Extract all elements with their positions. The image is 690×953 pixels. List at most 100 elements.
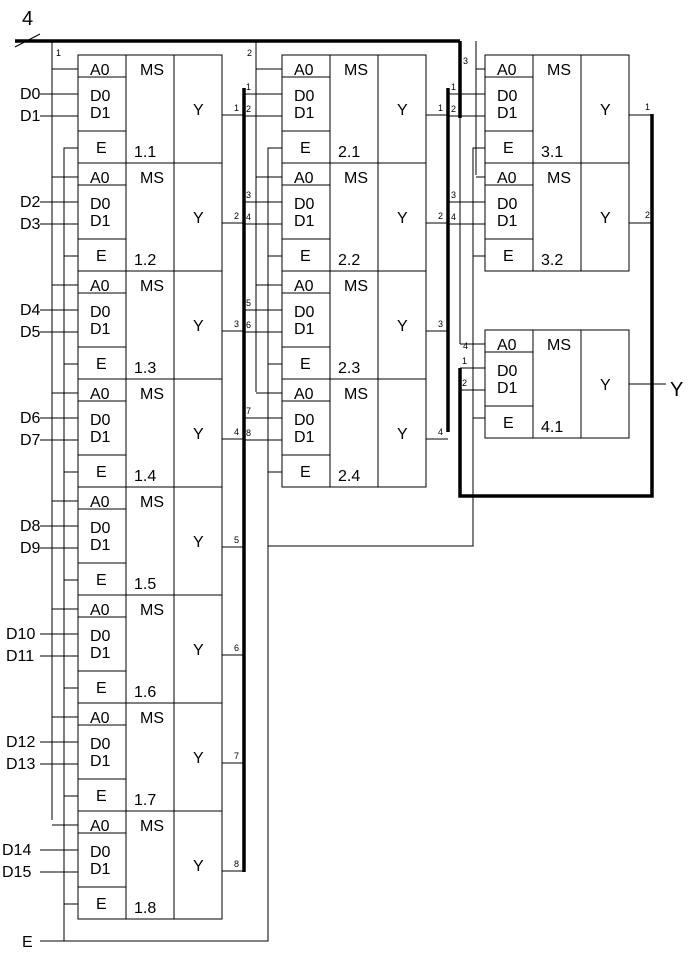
mux-type-label: MS bbox=[140, 602, 164, 619]
mux-id-label: 4.1 bbox=[541, 419, 563, 436]
mux-output-label: Y bbox=[193, 318, 204, 335]
mux-id-label: 1.6 bbox=[134, 684, 156, 701]
mux-type-label: MS bbox=[344, 386, 368, 403]
mux-d1-label: D1 bbox=[90, 645, 111, 662]
mux-output-column bbox=[173, 378, 223, 488]
mux-enable-label: E bbox=[96, 572, 107, 589]
stage1-output-pin: 2 bbox=[234, 211, 239, 221]
mux-d0-label: D0 bbox=[497, 88, 518, 105]
mux-d1-label: D1 bbox=[90, 105, 111, 122]
mux-input-column bbox=[77, 162, 127, 272]
mux-output-column bbox=[173, 594, 223, 704]
mux-type-label: MS bbox=[140, 62, 164, 79]
mux-d1-label: D1 bbox=[294, 213, 315, 230]
stage1-output-pin: 3 bbox=[234, 319, 239, 329]
mux-enable-label: E bbox=[300, 356, 311, 373]
mux-select-label: A0 bbox=[90, 278, 110, 295]
mux-select-label: A0 bbox=[294, 278, 314, 295]
stage3-output-pin: 2 bbox=[645, 210, 650, 220]
mux-enable-label: E bbox=[96, 356, 107, 373]
mux-output-column bbox=[173, 162, 223, 272]
data-input-label: D11 bbox=[6, 648, 34, 665]
mux-select-label: A0 bbox=[90, 386, 110, 403]
mux-input-column bbox=[281, 378, 331, 488]
mux-select-label: A0 bbox=[90, 62, 110, 79]
stage2-output-pin: 4 bbox=[438, 427, 443, 437]
data-input-label: D15 bbox=[2, 864, 31, 881]
mux-enable-label: E bbox=[96, 464, 107, 481]
mux-type-label: MS bbox=[547, 170, 571, 187]
stage1-output-pin: 7 bbox=[234, 751, 239, 761]
mux-d0-label: D0 bbox=[90, 520, 111, 537]
mux-output-column bbox=[377, 378, 427, 488]
mux-output-column bbox=[377, 162, 427, 272]
mux-id-label: 1.3 bbox=[134, 360, 156, 377]
mux-type-label: MS bbox=[140, 818, 164, 835]
mux-d0-label: D0 bbox=[90, 412, 111, 429]
mux-type-label: MS bbox=[547, 62, 571, 79]
data-input-label: D12 bbox=[6, 734, 35, 751]
data-input-label: D7 bbox=[20, 432, 41, 449]
mux-type-label: MS bbox=[140, 170, 164, 187]
mux-d1-label: D1 bbox=[497, 380, 518, 397]
mux-output-label: Y bbox=[193, 642, 204, 659]
mux-input-column bbox=[77, 54, 127, 164]
mux-select-label: A0 bbox=[497, 337, 517, 354]
stage2-output-pin: 2 bbox=[438, 211, 443, 221]
mux-input-column bbox=[484, 54, 534, 164]
mux-d1-label: D1 bbox=[294, 321, 315, 338]
stage3-input-pin: 3 bbox=[451, 190, 456, 200]
data-input-label: D13 bbox=[6, 756, 35, 773]
enable-line-stage1 bbox=[40, 147, 78, 942]
stage2-input-pin: 7 bbox=[246, 406, 251, 416]
mux-output-column bbox=[580, 162, 630, 272]
mux-output-label: Y bbox=[600, 377, 611, 394]
mux-d1-label: D1 bbox=[497, 105, 518, 122]
mux-output-label: Y bbox=[600, 102, 611, 119]
data-input-label: D6 bbox=[20, 410, 41, 427]
mux-id-label: 1.4 bbox=[134, 468, 156, 485]
stage1-output-pin: 4 bbox=[234, 427, 239, 437]
mux-select-label: A0 bbox=[497, 170, 517, 187]
stage3-input-pin: 4 bbox=[451, 212, 456, 222]
mux-enable-label: E bbox=[96, 248, 107, 265]
mux-type-label: MS bbox=[140, 710, 164, 727]
stage2-input-pin: 4 bbox=[246, 212, 251, 222]
mux-select-label: A0 bbox=[90, 494, 110, 511]
enable-line-stage3 bbox=[268, 147, 485, 547]
mux-enable-label: E bbox=[300, 464, 311, 481]
mux-d0-label: D0 bbox=[90, 196, 111, 213]
mux-select-label: A0 bbox=[294, 170, 314, 187]
mux-enable-label: E bbox=[300, 248, 311, 265]
stage2-input-pin: 2 bbox=[246, 104, 251, 114]
mux-d0-label: D0 bbox=[90, 736, 111, 753]
mux-type-label: MS bbox=[140, 386, 164, 403]
mux-d1-label: D1 bbox=[294, 105, 315, 122]
mux-select-label: A0 bbox=[294, 386, 314, 403]
mux-input-column bbox=[281, 270, 331, 380]
select-pin-3: 3 bbox=[463, 56, 468, 66]
stage2-input-pin: 8 bbox=[246, 428, 251, 438]
mux-enable-label: E bbox=[503, 140, 514, 157]
stage1-output-pin: 8 bbox=[234, 859, 239, 869]
mux-type-label: MS bbox=[140, 278, 164, 295]
stage2-input-pin: 5 bbox=[246, 298, 251, 308]
mux-select-label: A0 bbox=[90, 170, 110, 187]
mux-d0-label: D0 bbox=[497, 196, 518, 213]
bus-stage3-to-stage4 bbox=[458, 114, 654, 498]
data-input-label: D8 bbox=[20, 518, 41, 535]
mux-output-label: Y bbox=[193, 858, 204, 875]
mux-d0-label: D0 bbox=[294, 304, 315, 321]
mux-output-column bbox=[173, 270, 223, 380]
data-input-label: D5 bbox=[20, 324, 41, 341]
data-input-label: D9 bbox=[20, 540, 41, 557]
mux-enable-label: E bbox=[96, 680, 107, 697]
mux-d0-label: D0 bbox=[294, 88, 315, 105]
